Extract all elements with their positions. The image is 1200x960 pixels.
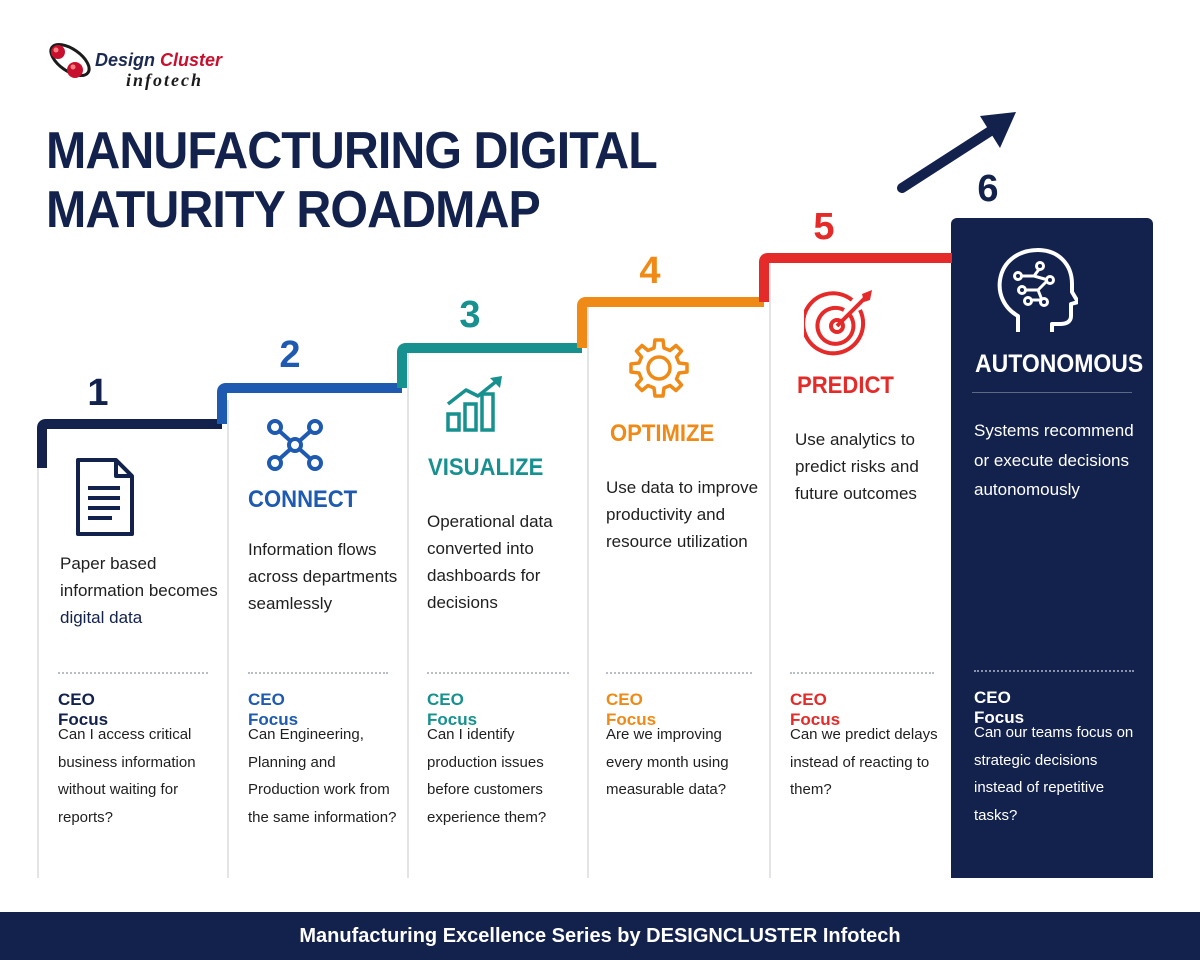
step-2-ceo-focus-label: CEO Focus (248, 690, 299, 729)
title-line-2: MATURITY ROADMAP (46, 181, 541, 240)
document-icon (76, 458, 134, 536)
step-2-heading: CONNECT (248, 486, 358, 513)
step-3-ceo-focus-label: CEO Focus (427, 690, 478, 729)
logo-subtitle: infotech (126, 70, 203, 90)
step-1-divider (58, 672, 208, 674)
ai-head-icon (997, 248, 1078, 332)
step-3-ceo-focus-text: Can I identify production issues before … (427, 726, 547, 826)
step-6-heading-rule (972, 392, 1132, 393)
step-3-divider (427, 672, 569, 674)
gear-icon (629, 338, 689, 398)
step-1-description-text: Paper based information becomes (60, 554, 218, 600)
footer-text: Manufacturing Excellence Series by DESIG… (299, 924, 901, 947)
step-4-description: Use data to improve productivity and res… (606, 478, 759, 551)
step-4-heading: OPTIMIZE (610, 420, 715, 447)
logo-name: Design Cluster (95, 50, 222, 71)
step-1-ceo-focus-text: Can I access critical business informati… (58, 726, 196, 826)
step-5-description: Use analytics to predict risks and futur… (795, 430, 919, 503)
step-6-number: 6 (977, 168, 999, 210)
bar-chart-growth-icon (446, 376, 502, 432)
step-3-number: 3 (459, 294, 481, 336)
logo-mark-icon (49, 42, 91, 78)
target-icon (804, 290, 872, 356)
step-4-number: 4 (639, 250, 661, 292)
step-1-description-highlight: digital data (60, 608, 143, 627)
step-5-number: 5 (813, 206, 835, 248)
step-3-description: Operational data converted into dashboar… (427, 512, 553, 612)
step-4-divider (606, 672, 752, 674)
step-5-ceo-focus-label: CEO Focus (790, 690, 841, 729)
step-2-divider (248, 672, 388, 674)
network-icon (267, 419, 323, 471)
step-1-number: 1 (87, 372, 109, 414)
step-5-divider (790, 672, 934, 674)
logo-word-design: Design (95, 50, 156, 70)
step-4-ceo-focus-text: Are we improving every month using measu… (606, 726, 729, 798)
step-6-description: Systems recommend or execute decisions a… (974, 421, 1134, 499)
step-4-ceo-focus-label: CEO Focus (606, 690, 657, 729)
step-5-ceo-focus-text: Can we predict delays instead of reactin… (790, 726, 938, 798)
step-6-heading: AUTONOMOUS (975, 350, 1144, 378)
step-1-ceo-focus-label: CEO Focus (58, 690, 109, 729)
step-3-heading: VISUALIZE (428, 454, 544, 481)
growth-arrow-icon (897, 112, 1016, 193)
step-2-description: Information flows across departments sea… (248, 540, 398, 613)
step-6-ceo-focus-label: CEO Focus (974, 688, 1025, 727)
page-title: MANUFACTURING DIGITAL MATURITY ROADMAP (46, 122, 658, 241)
footer-banner: Manufacturing Excellence Series by DESIG… (0, 912, 1200, 960)
step-2-ceo-focus-text: Can Engineering, Planning and Production… (248, 726, 397, 826)
step-6-ceo-focus-text: Can our teams focus on strategic decisio… (974, 724, 1134, 824)
step-1-description: Paper based information becomes digital … (60, 550, 220, 631)
title-line-1: MANUFACTURING DIGITAL (46, 122, 658, 180)
step-6-divider (974, 670, 1134, 672)
step-2-number: 2 (279, 334, 301, 376)
company-logo: Design Cluster infotech (44, 38, 244, 98)
step-5-heading: PREDICT (797, 372, 894, 399)
logo-word-cluster: Cluster (160, 50, 223, 70)
